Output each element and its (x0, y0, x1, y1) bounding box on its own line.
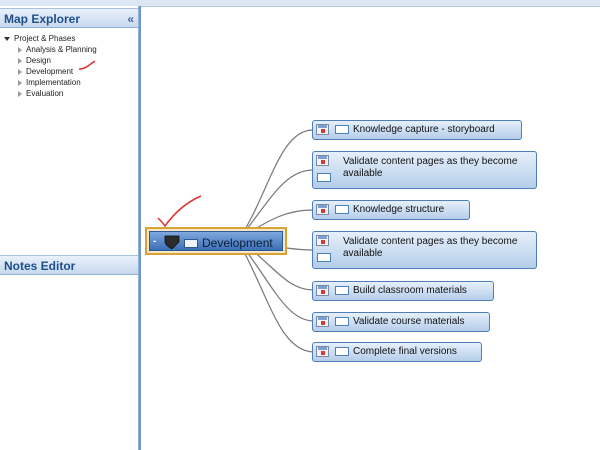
left-pane: Map Explorer « Project & Phases Analysis… (0, 6, 139, 450)
connector-line (239, 129, 314, 239)
task-icon (316, 155, 329, 166)
note-icon (317, 173, 331, 182)
collapsed-triangle-icon (18, 57, 22, 64)
central-topic-label: Development (202, 236, 273, 250)
subtopic-label: Build classroom materials (353, 285, 467, 296)
tree-item-design[interactable]: Design (18, 56, 51, 65)
map-explorer-title: Map Explorer (4, 12, 81, 26)
note-icon (335, 347, 349, 356)
note-icon (317, 253, 331, 262)
task-icon (316, 204, 329, 215)
subtopic-label: Validate content pages as they become av… (343, 236, 518, 259)
task-icon (316, 285, 329, 296)
central-topic-body: - Development (149, 231, 283, 251)
collapse-pane-button[interactable]: « (127, 12, 134, 26)
subtopic-validate-course[interactable]: Validate course materials (312, 312, 490, 332)
subtopic-knowledge-capture[interactable]: Knowledge capture - storyboard (312, 120, 522, 140)
tree-root-label: Project & Phases (14, 34, 76, 43)
note-icon (335, 286, 349, 295)
note-icon (335, 125, 349, 134)
tree-item-label: Evaluation (26, 89, 64, 98)
tree-item-development[interactable]: Development (18, 67, 73, 76)
collapsed-triangle-icon (18, 90, 22, 97)
collapsed-triangle-icon (18, 46, 22, 53)
annotation-check-mark (157, 195, 202, 228)
annotation-check-mark (78, 60, 96, 70)
connector-line (239, 169, 314, 239)
note-icon (184, 239, 198, 248)
pane-splitter[interactable] (139, 6, 141, 450)
expanded-triangle-icon (4, 36, 10, 41)
tree-item-label: Analysis & Planning (26, 45, 97, 54)
tree-item-label: Design (26, 56, 51, 65)
tree-item-implementation[interactable]: Implementation (18, 78, 81, 87)
subtopic-knowledge-structure[interactable]: Knowledge structure (312, 200, 470, 220)
central-topic-development[interactable]: - Development (145, 227, 287, 255)
notes-editor-header: Notes Editor (0, 255, 138, 275)
subtopic-label: Knowledge capture - storyboard (353, 124, 495, 135)
subtopic-label: Knowledge structure (353, 204, 445, 215)
notes-editor-area[interactable] (0, 276, 138, 450)
subtopic-validate-content-1[interactable]: Validate content pages as they become av… (312, 151, 537, 189)
window-top-bar (0, 0, 600, 7)
collapsed-triangle-icon (18, 79, 22, 86)
subtopic-build-classroom[interactable]: Build classroom materials (312, 281, 494, 301)
collapsed-triangle-icon (18, 68, 22, 75)
tree-root[interactable]: Project & Phases (4, 34, 75, 43)
subtopic-label: Complete final versions (353, 346, 457, 357)
subtopic-label: Validate course materials (353, 316, 465, 327)
collapse-toggle[interactable]: - (153, 236, 157, 247)
notes-editor-title: Notes Editor (4, 259, 76, 273)
note-icon (335, 317, 349, 326)
map-explorer-header: Map Explorer « (0, 8, 138, 28)
subtopic-complete-final[interactable]: Complete final versions (312, 342, 482, 362)
task-icon (316, 316, 329, 327)
task-icon (316, 346, 329, 357)
task-icon (316, 124, 329, 135)
task-icon (316, 235, 329, 246)
tree-item-analysis-planning[interactable]: Analysis & Planning (18, 45, 97, 54)
connector-line (239, 243, 314, 353)
tree-item-evaluation[interactable]: Evaluation (18, 89, 63, 98)
tree-item-label: Development (26, 67, 74, 76)
tree-item-label: Implementation (26, 78, 81, 87)
shield-icon (164, 235, 180, 249)
subtopic-validate-content-2[interactable]: Validate content pages as they become av… (312, 231, 537, 269)
note-icon (335, 205, 349, 214)
subtopic-label: Validate content pages as they become av… (343, 156, 518, 179)
